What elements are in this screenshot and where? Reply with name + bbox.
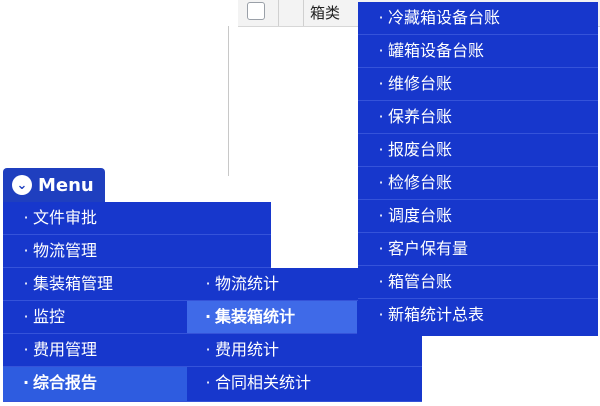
table-index-column: [279, 0, 304, 26]
main-menu-panel-lower: ·集装箱管理 ·监控 ·费用管理 ·综合报告: [3, 268, 187, 402]
divider: [228, 26, 229, 176]
menu-item-label: 综合报告: [33, 373, 98, 392]
subsubmenu-item-box-mgmt-ledger[interactable]: ·箱管台账: [358, 266, 598, 299]
subsubmenu-item-repair-ledger[interactable]: ·维修台账: [358, 68, 598, 101]
submenu-item-logistics-stats[interactable]: ·物流统计: [187, 268, 422, 301]
subsubmenu-item-new-box-summary[interactable]: ·新箱统计总表: [378, 305, 485, 324]
main-menu-panel: ·文件审批 ·物流管理: [3, 202, 271, 268]
menu-header[interactable]: ⌄ Menu: [3, 168, 105, 202]
subsubmenu-item-label: 罐箱设备台账: [388, 41, 485, 60]
submenu-item-cost-stats[interactable]: ·费用统计: [187, 334, 422, 367]
submenu-item-label: 物流统计: [215, 274, 280, 293]
subsubmenu-item-label: 客户保有量: [388, 239, 469, 258]
menu-item-file-approval[interactable]: ·文件审批: [3, 202, 271, 235]
subsubmenu-item-scrap-ledger[interactable]: ·报废台账: [358, 134, 598, 167]
subsubmenu-item-reefer-ledger[interactable]: ·冷藏箱设备台账: [358, 2, 598, 35]
menu-item-label: 费用管理: [33, 340, 98, 359]
menu-item-label: 物流管理: [33, 241, 98, 260]
subsubmenu-item-customer-holdings[interactable]: ·客户保有量: [358, 233, 598, 266]
subsubmenu-item-label: 新箱统计总表: [388, 305, 485, 324]
submenu-item-label: 合同相关统计: [215, 373, 312, 392]
subsubmenu-item-label: 维修台账: [388, 74, 453, 93]
submenu-item-label: 集装箱统计: [215, 307, 296, 326]
submenu-item-container-stats[interactable]: ·集装箱统计: [187, 301, 357, 334]
menu-item-reports[interactable]: ·综合报告: [3, 367, 187, 402]
menu-item-label: 集装箱管理: [33, 274, 114, 293]
submenu-item-contract-stats[interactable]: ·合同相关统计: [187, 367, 422, 402]
subsubmenu-item-tank-ledger[interactable]: ·罐箱设备台账: [358, 35, 598, 68]
menu-item-container-mgmt[interactable]: ·集装箱管理: [3, 268, 187, 301]
menu-item-label: 文件审批: [33, 208, 98, 227]
subsubmenu-item-dispatch-ledger[interactable]: ·调度台账: [358, 200, 598, 233]
chevron-circle-icon: ⌄: [12, 175, 32, 195]
container-stats-submenu-panel: ·冷藏箱设备台账 ·罐箱设备台账 ·维修台账 ·保养台账 ·报废台账 ·检修台账…: [358, 2, 598, 336]
subsubmenu-item-maintenance-ledger[interactable]: ·保养台账: [358, 101, 598, 134]
menu-item-cost-mgmt[interactable]: ·费用管理: [3, 334, 187, 367]
menu-item-monitoring[interactable]: ·监控: [3, 301, 187, 334]
subsubmenu-item-label: 冷藏箱设备台账: [388, 8, 501, 27]
menu-item-label: 监控: [33, 307, 66, 326]
subsubmenu-item-label: 保养台账: [388, 107, 453, 126]
column-header-box-type[interactable]: 箱类: [310, 4, 341, 22]
select-all-checkbox[interactable]: [247, 2, 265, 20]
menu-title: Menu: [38, 174, 94, 196]
subsubmenu-item-label: 报废台账: [388, 140, 453, 159]
table-checkbox-column: [238, 0, 279, 26]
menu-item-logistics[interactable]: ·物流管理: [3, 235, 271, 268]
subsubmenu-item-label: 调度台账: [388, 206, 453, 225]
submenu-item-label: 费用统计: [215, 340, 280, 359]
subsubmenu-item-label: 箱管台账: [388, 272, 453, 291]
subsubmenu-item-inspection-ledger[interactable]: ·检修台账: [358, 167, 598, 200]
subsubmenu-item-label: 检修台账: [388, 173, 453, 192]
